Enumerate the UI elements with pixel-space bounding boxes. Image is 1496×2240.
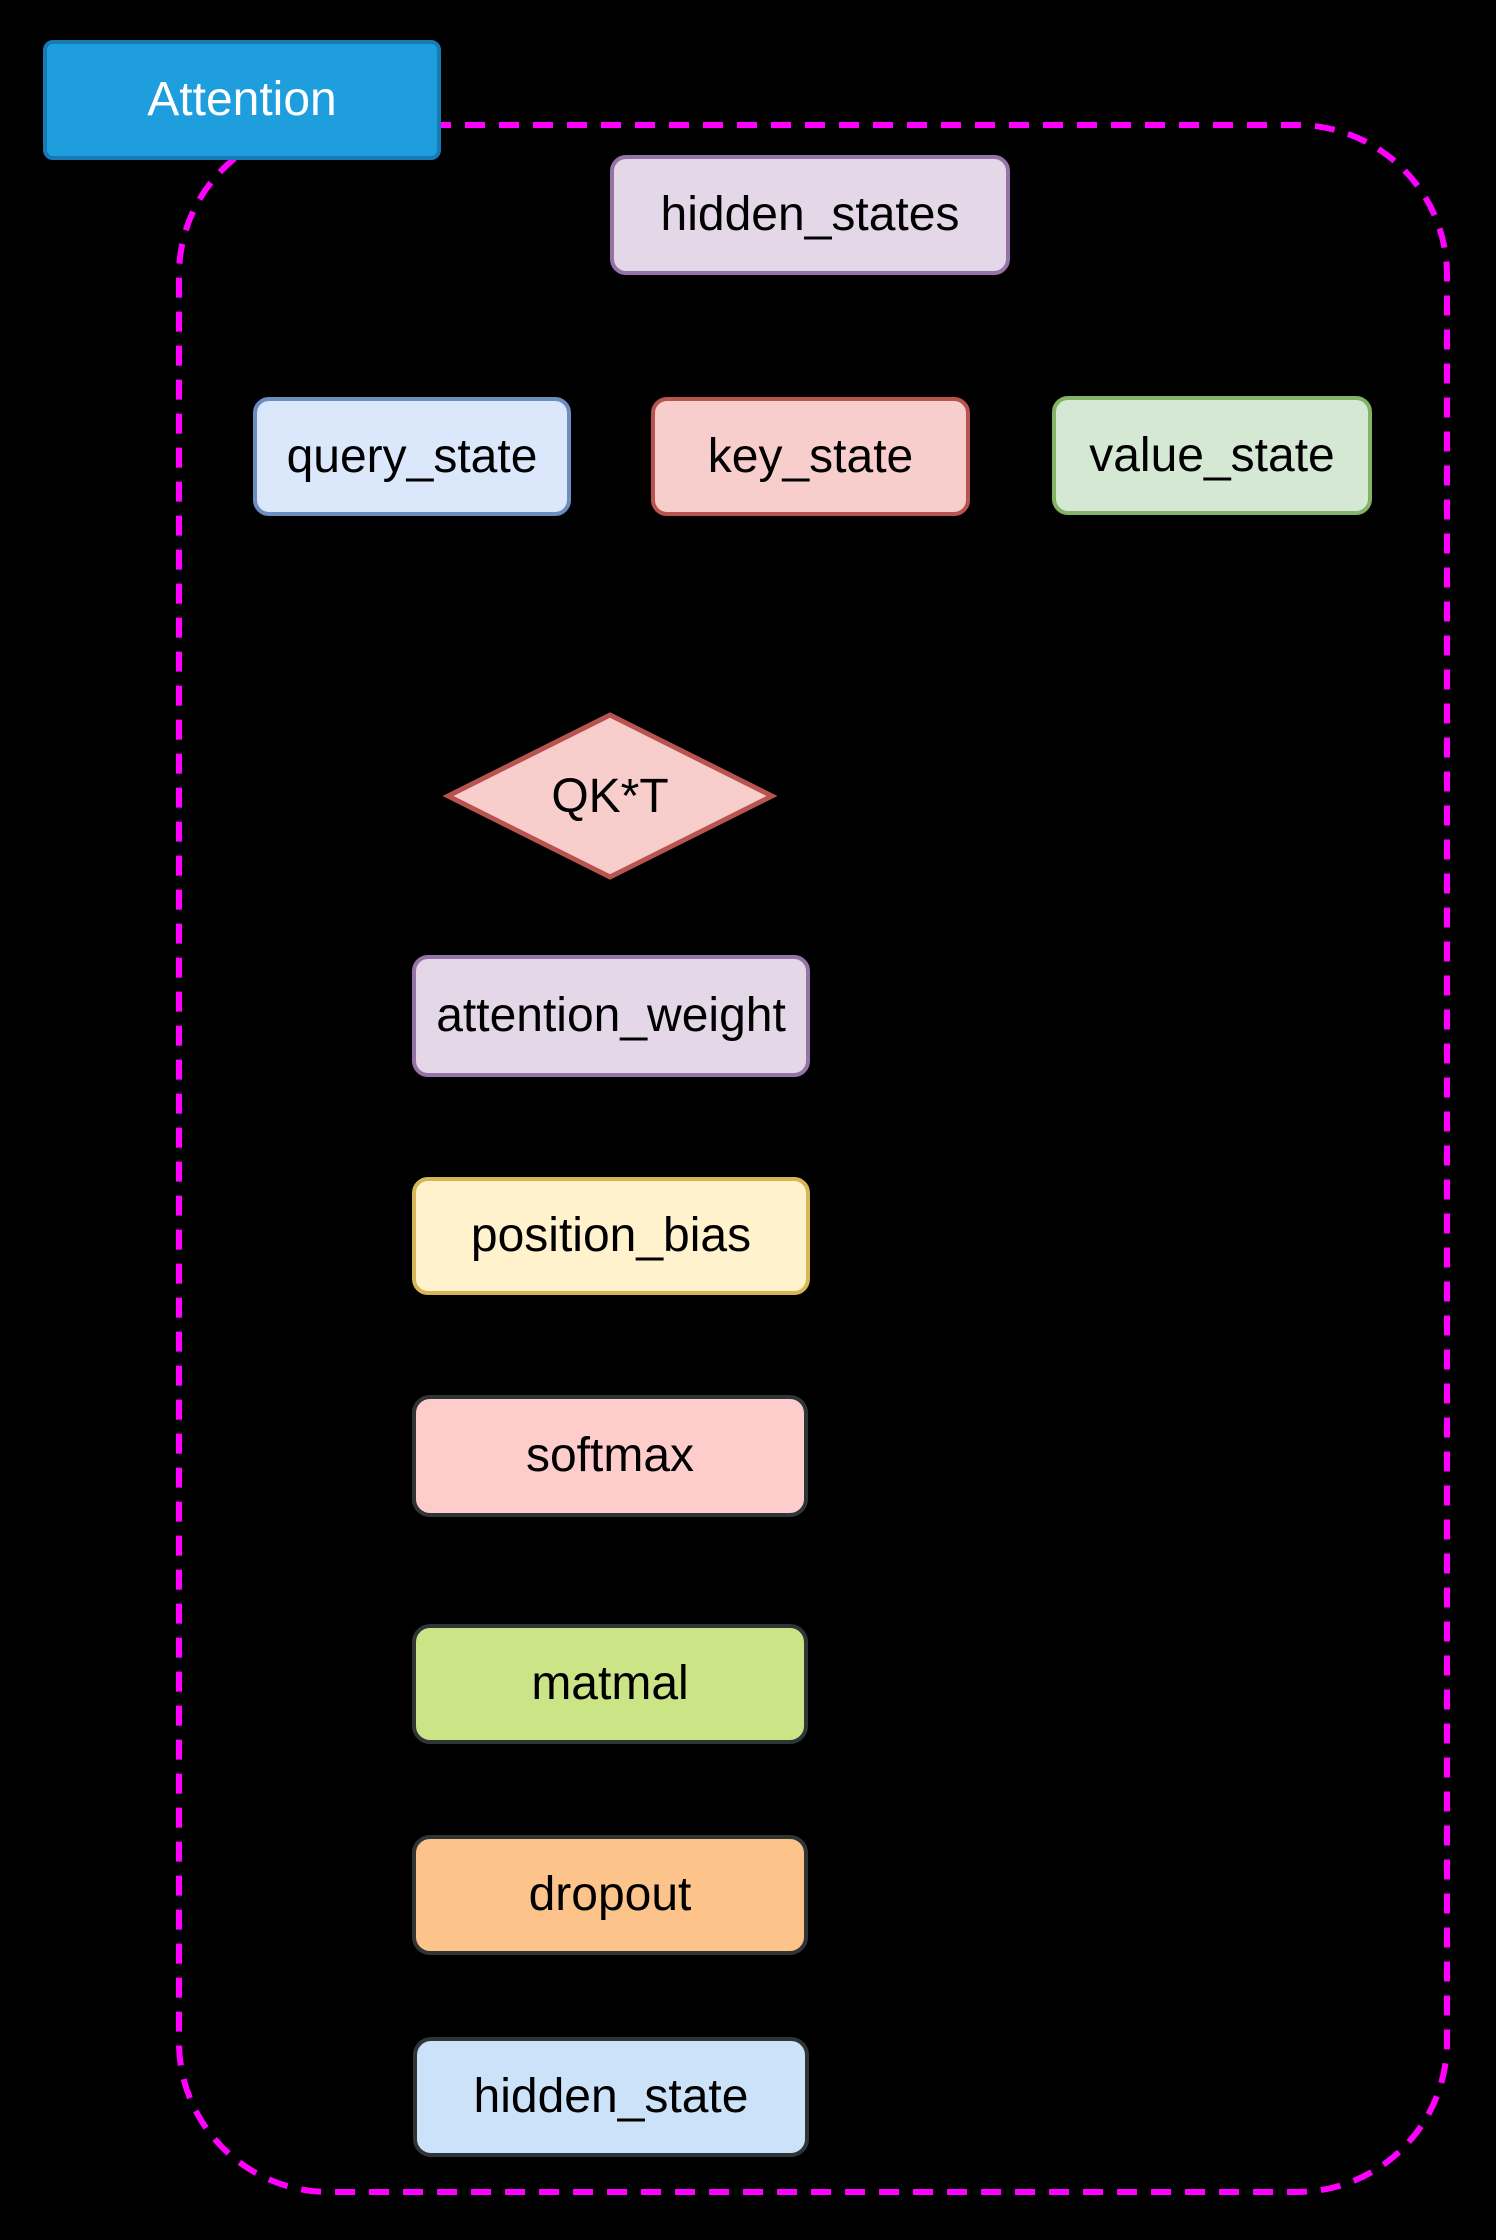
group-title-attention: Attention	[43, 40, 441, 160]
node-hidden-states: hidden_states	[610, 155, 1010, 275]
node-query-state: query_state	[253, 397, 571, 516]
node-attention-weight: attention_weight	[412, 955, 810, 1077]
node-value-state: value_state	[1052, 396, 1372, 515]
qkt-diamond-label: QK*T	[551, 769, 669, 823]
node-dropout: dropout	[412, 1835, 808, 1955]
attention-group-dashed-border	[176, 122, 1450, 2195]
node-qkt-diamond: QK*T	[443, 710, 777, 882]
node-position-bias: position_bias	[412, 1177, 810, 1295]
node-softmax: softmax	[412, 1395, 808, 1517]
node-matmal: matmal	[412, 1624, 808, 1744]
node-key-state: key_state	[651, 397, 970, 516]
qkt-diamond-shape	[443, 712, 777, 880]
node-hidden-state: hidden_state	[413, 2037, 809, 2157]
